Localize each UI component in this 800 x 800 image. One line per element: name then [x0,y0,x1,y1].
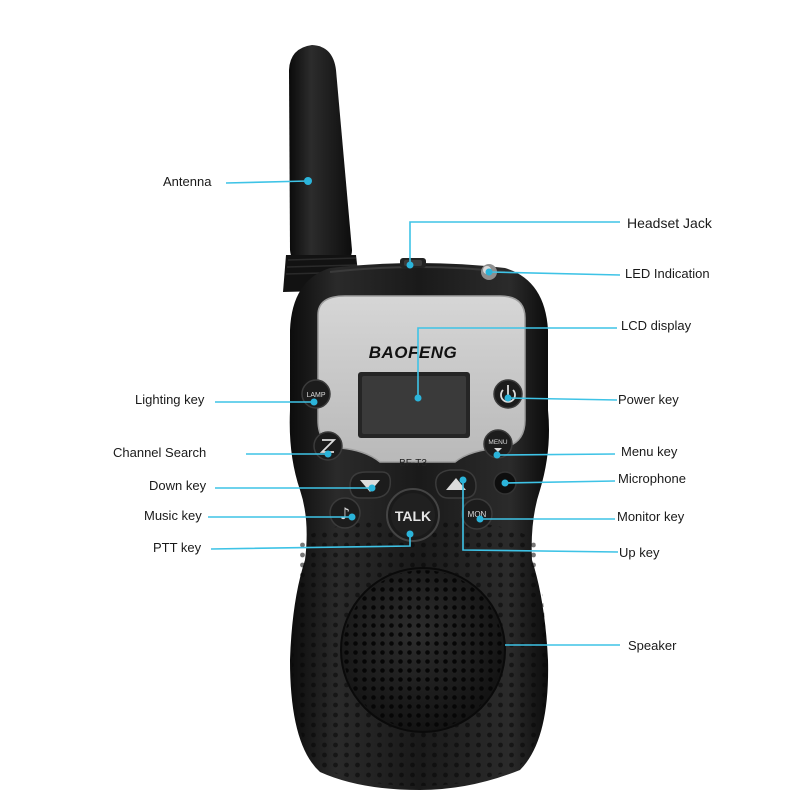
dot-antenna [304,177,312,185]
dot-microphone [501,479,509,487]
label-channel-search: Channel Search [113,445,207,460]
dot-led [485,268,493,276]
label-headset-jack: Headset Jack [627,215,712,231]
label-menu-key: Menu key [621,444,678,459]
label-up-key: Up key [619,545,660,560]
leader-ptt [210,534,411,550]
down-key[interactable] [349,471,392,499]
monitor-key-label: MON [468,510,487,519]
label-music-key: Music key [144,508,202,523]
leader-led [488,271,621,276]
leader-lines [208,180,621,646]
label-monitor-key: Monitor key [617,509,685,524]
power-key[interactable] [493,379,523,409]
channel-search-key[interactable] [313,431,343,461]
label-antenna: Antenna [163,174,212,189]
leader-headset-jack [409,221,620,265]
dot-lighting [310,398,318,406]
label-led-indication: LED Indication [625,266,710,281]
leader-power [507,397,618,401]
dot-channel-search [324,450,332,458]
music-note-icon: ♪ [340,504,350,523]
leader-menu [496,453,616,456]
menu-key-label: MENU [488,439,507,446]
model-label: BF-T3 [399,458,427,469]
brand-logo: BAOFENG [369,343,458,362]
label-down-key: Down key [149,478,207,493]
dot-menu [493,451,501,459]
label-lcd-display: LCD display [621,318,692,333]
label-ptt-key: PTT key [153,540,202,555]
ptt-key[interactable]: TALK [386,488,440,542]
leader-microphone [504,480,616,484]
speaker-grille [340,567,506,733]
up-key[interactable] [435,469,477,499]
power-icon [500,389,516,403]
leader-antenna [225,180,309,184]
label-speaker: Speaker [628,638,677,653]
ptt-key-label: TALK [395,508,431,524]
leader-dots [304,177,512,538]
dot-headset-jack [406,261,414,269]
dot-lcd [414,394,422,402]
label-microphone: Microphone [618,471,686,486]
dot-power [504,394,512,402]
lamp-key[interactable]: LAMP [301,379,331,409]
dot-up [459,476,467,484]
label-power-key: Power key [618,392,679,407]
leader-up [462,480,619,553]
music-key[interactable]: ♪ [329,497,361,529]
leader-lcd [417,327,617,398]
dot-music [348,513,356,521]
antenna [283,45,360,292]
lcd-display [358,372,470,438]
up-arrow-icon [446,478,466,490]
lamp-key-label: LAMP [306,392,325,399]
dot-down [368,484,376,492]
dot-monitor [476,515,484,523]
dot-ptt [406,530,414,538]
monitor-key[interactable]: MON [461,498,493,530]
label-lighting-key: Lighting key [135,392,205,407]
